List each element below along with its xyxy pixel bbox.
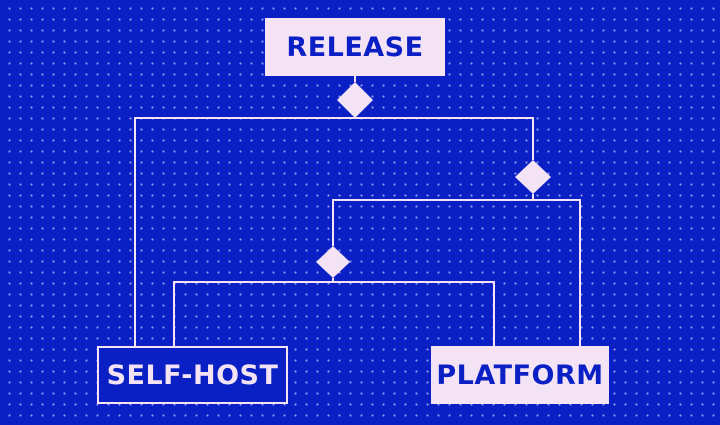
node-release-label: RELEASE — [286, 31, 424, 63]
branch-decision-3 — [173, 281, 495, 346]
node-platform: PLATFORM — [431, 346, 609, 404]
decision-diamond-1 — [337, 82, 373, 118]
node-self-host: SELF-HOST — [97, 346, 288, 404]
node-platform-label: PLATFORM — [436, 359, 604, 391]
decision-diamond-2 — [515, 160, 551, 194]
node-release: RELEASE — [265, 18, 445, 76]
branch-decision-1 — [134, 117, 534, 346]
branch-decision-2 — [332, 199, 581, 346]
node-self-host-label: SELF-HOST — [106, 359, 279, 391]
decision-diamond-3 — [316, 246, 350, 278]
